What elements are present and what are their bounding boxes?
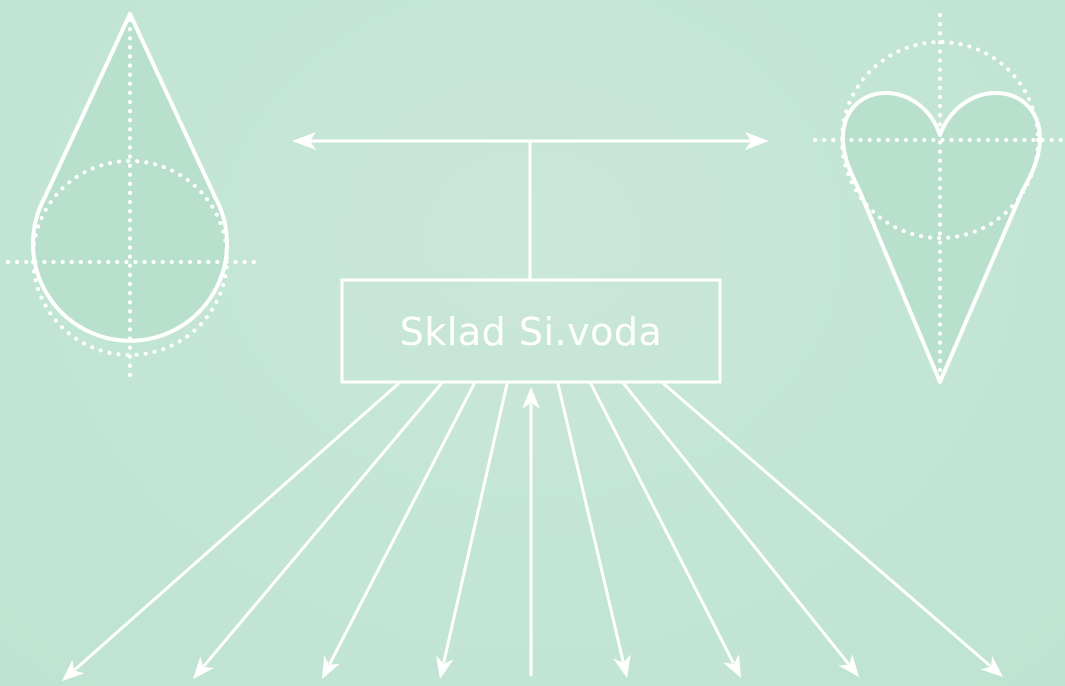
outgoing-arrow-5 xyxy=(556,382,631,678)
outgoing-arrow-6-shaft xyxy=(589,382,735,664)
outgoing-arrow-8-head xyxy=(980,655,1003,677)
left-arrowhead xyxy=(292,132,316,150)
outgoing-arrow-4 xyxy=(436,382,509,679)
outgoing-arrow-6 xyxy=(589,382,741,678)
outgoing-arrow-5-shaft xyxy=(556,382,625,662)
incoming-arrow xyxy=(522,387,540,677)
outgoing-arrow-1-head xyxy=(62,659,85,681)
outgoing-arrow-8-shaft xyxy=(662,382,991,667)
outgoing-arrow-3 xyxy=(322,382,476,679)
outgoing-arrow-8 xyxy=(662,382,1003,677)
outgoing-arrow-7-head xyxy=(838,654,859,677)
outgoing-arrow-2-head xyxy=(193,656,214,679)
outgoing-arrow-5-head xyxy=(613,654,631,678)
heart-icon xyxy=(813,13,1064,384)
outgoing-arrow-7-shaft xyxy=(622,382,850,665)
outgoing-arrow-4-head xyxy=(436,655,454,679)
droplet-icon xyxy=(6,12,259,386)
right-arrowhead xyxy=(745,132,769,150)
outgoing-arrow-2 xyxy=(193,382,443,679)
outgoing-arrow-1-shaft xyxy=(73,382,400,671)
center-box xyxy=(340,278,722,384)
incoming-arrow-head xyxy=(522,387,540,409)
outgoing-arrow-6-head xyxy=(723,654,741,678)
outgoing-arrow-2-shaft xyxy=(203,382,443,667)
center-node: Sklad Si.voda xyxy=(340,278,722,384)
outgoing-arrow-7 xyxy=(622,382,859,677)
outgoing-arrow-1 xyxy=(62,382,400,681)
outgoing-arrow-4-shaft xyxy=(442,382,509,663)
outgoing-arrow-3-head xyxy=(322,655,341,679)
center-label: Sklad Si.voda xyxy=(400,310,663,354)
top-double-arrow xyxy=(292,132,769,282)
bottom-arrow-fan xyxy=(62,382,1003,681)
outgoing-arrow-3-shaft xyxy=(328,382,476,665)
